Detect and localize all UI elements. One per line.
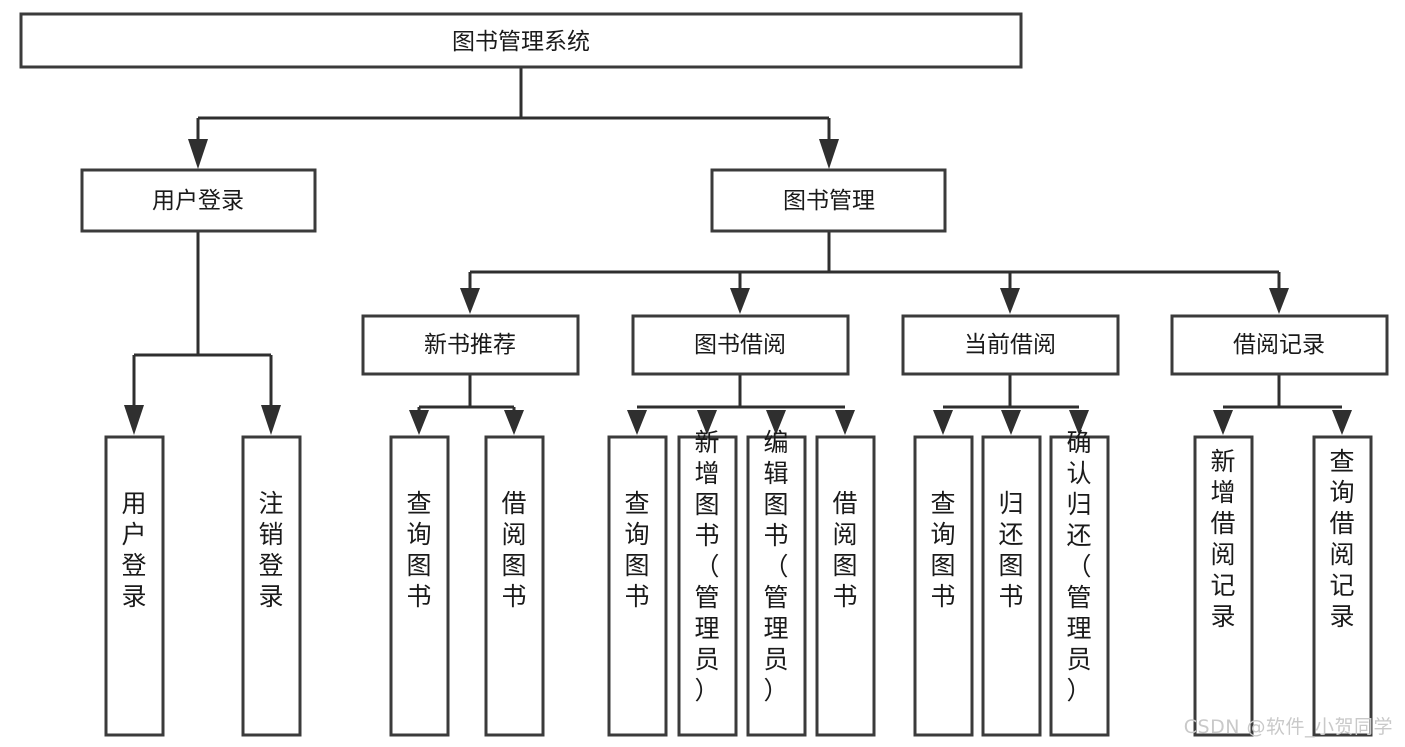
node-leaf-bb-query-book-label: 查询图书	[624, 489, 649, 611]
node-leaf-bb-borrow-book[interactable]: 借阅图书	[815, 435, 876, 737]
node-new-book-recommend[interactable]: 新书推荐	[361, 314, 580, 376]
node-user-login[interactable]: 用户登录	[80, 168, 317, 233]
node-leaf-bb-borrow-book-label: 借阅图书	[832, 489, 857, 611]
node-leaf-bb-query-book[interactable]: 查询图书	[607, 435, 668, 737]
connector-layer	[124, 67, 1352, 435]
arrow-head-currentborrow-leaf-2	[1001, 410, 1021, 435]
node-leaf-cb-query-book-box[interactable]	[913, 435, 974, 737]
node-root-box[interactable]	[19, 12, 1023, 69]
node-leaf-bb-add-book-label: 新增图书（管理员）	[694, 428, 719, 705]
node-root-label: 图书管理系统	[452, 29, 590, 55]
node-leaf-cb-confirm-return-label: 确认归还（管理员）	[1066, 428, 1091, 705]
node-leaf-bb-query-book-box[interactable]	[607, 435, 668, 737]
arrow-head-user-login	[188, 139, 208, 169]
node-book-manage-box[interactable]	[710, 168, 947, 233]
node-leaf-br-add-record-label: 新增借阅记录	[1210, 447, 1235, 631]
node-leaf-cb-confirm-return[interactable]: 确认归还（管理员）	[1049, 428, 1110, 737]
node-leaf-nbr-query-book-label: 查询图书	[406, 489, 431, 611]
watermark: CSDN @软件_小贺同学	[1183, 716, 1393, 738]
node-root[interactable]: 图书管理系统	[19, 12, 1023, 69]
node-leaf-cb-return-book-label: 归还图书	[998, 489, 1023, 611]
node-leaf-br-query-record[interactable]: 查询借阅记录	[1312, 435, 1373, 737]
node-current-borrow[interactable]: 当前借阅	[901, 314, 1120, 376]
node-leaf-logout-label: 注销登录	[258, 489, 283, 611]
arrow-head-book-borrow	[730, 288, 750, 314]
node-leaf-user-login[interactable]: 用户登录	[104, 435, 165, 737]
arrow-head-current-borrow	[1000, 288, 1020, 314]
node-user-login-box[interactable]	[80, 168, 317, 233]
arrow-head-bookborrow-leaf-1	[627, 410, 647, 435]
node-leaf-bb-edit-book[interactable]: 编辑图书（管理员）	[746, 428, 807, 737]
node-leaf-br-add-record[interactable]: 新增借阅记录	[1193, 435, 1254, 737]
arrow-head-new-book	[460, 288, 480, 314]
node-current-borrow-label: 当前借阅	[964, 332, 1056, 358]
arrow-head-leaf-logout	[261, 405, 281, 435]
node-leaf-nbr-query-book[interactable]: 查询图书	[389, 435, 450, 737]
node-leaf-bb-edit-book-box[interactable]	[746, 435, 807, 737]
node-borrow-record-box[interactable]	[1170, 314, 1389, 376]
node-leaf-nbr-borrow-book-label: 借阅图书	[501, 489, 526, 611]
node-leaf-cb-confirm-return-box[interactable]	[1049, 435, 1110, 737]
arrow-head-bookborrow-leaf-3	[766, 410, 786, 435]
node-book-borrow-box[interactable]	[631, 314, 850, 376]
node-leaf-br-query-record-box[interactable]	[1312, 435, 1373, 737]
node-new-book-recommend-box[interactable]	[361, 314, 580, 376]
node-leaf-bb-add-book[interactable]: 新增图书（管理员）	[677, 428, 738, 737]
node-leaf-user-login-label: 用户登录	[121, 489, 146, 611]
arrow-head-borrow-record	[1269, 288, 1289, 314]
arrow-head-currentborrow-leaf-3	[1069, 410, 1089, 435]
node-leaf-bb-edit-book-label: 编辑图书（管理员）	[763, 428, 788, 705]
node-leaf-cb-return-book-box[interactable]	[981, 435, 1042, 737]
node-book-manage[interactable]: 图书管理	[710, 168, 947, 233]
node-book-manage-label: 图书管理	[783, 188, 875, 214]
node-leaf-nbr-query-book-box[interactable]	[389, 435, 450, 737]
node-leaf-cb-query-book[interactable]: 查询图书	[913, 435, 974, 737]
node-leaf-cb-query-book-label: 查询图书	[930, 489, 955, 611]
node-leaf-br-query-record-label: 查询借阅记录	[1329, 447, 1354, 631]
node-new-book-recommend-label: 新书推荐	[424, 332, 516, 358]
node-leaf-logout[interactable]: 注销登录	[241, 435, 302, 737]
node-leaf-nbr-borrow-book[interactable]: 借阅图书	[484, 435, 545, 737]
node-current-borrow-box[interactable]	[901, 314, 1120, 376]
node-user-login-label: 用户登录	[152, 188, 244, 214]
arrow-head-newbook-leaf-2	[504, 410, 524, 435]
node-leaf-logout-box[interactable]	[241, 435, 302, 737]
arrow-head-currentborrow-leaf-1	[933, 410, 953, 435]
node-borrow-record-label: 借阅记录	[1233, 332, 1325, 358]
arrow-head-bookborrow-leaf-4	[835, 410, 855, 435]
node-leaf-bb-borrow-book-box[interactable]	[815, 435, 876, 737]
arrow-head-bookborrow-leaf-2	[697, 410, 717, 435]
arrow-head-book-manage	[819, 139, 839, 169]
node-leaf-br-add-record-box[interactable]	[1193, 435, 1254, 737]
node-book-borrow[interactable]: 图书借阅	[631, 314, 850, 376]
node-leaf-bb-add-book-box[interactable]	[677, 435, 738, 737]
arrow-head-newbook-leaf-1	[409, 410, 429, 435]
node-leaf-cb-return-book[interactable]: 归还图书	[981, 435, 1042, 737]
node-leaf-nbr-borrow-book-box[interactable]	[484, 435, 545, 737]
node-book-borrow-label: 图书借阅	[694, 332, 786, 358]
node-borrow-record[interactable]: 借阅记录	[1170, 314, 1389, 376]
node-leaf-user-login-box[interactable]	[104, 435, 165, 737]
arrow-head-borrowrecord-leaf-2	[1332, 410, 1352, 435]
arrow-head-leaf-user-login	[124, 405, 144, 435]
arrow-head-borrowrecord-leaf-1	[1213, 410, 1233, 435]
